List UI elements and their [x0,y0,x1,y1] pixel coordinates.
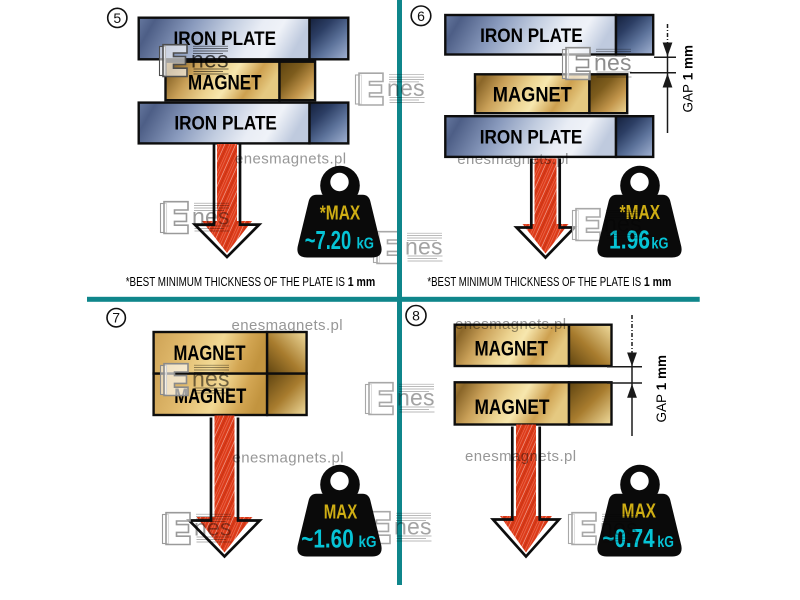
svg-text:IRON PLATE: IRON PLATE [174,112,277,134]
svg-text:MAX: MAX [324,502,358,524]
svg-text:*BEST MINIMUM THICKNESS OF THE: *BEST MINIMUM THICKNESS OF THE PLATE IS … [427,275,671,289]
svg-text:enesmagnets.pl: enesmagnets.pl [233,449,345,466]
svg-text:~1.60: ~1.60 [301,524,354,554]
svg-text:~7.20: ~7.20 [305,225,352,255]
svg-text:8: 8 [412,308,420,324]
svg-text:MAGNET: MAGNET [475,396,550,419]
svg-text:7: 7 [112,310,120,326]
svg-text:enesmagnets.pl: enesmagnets.pl [465,448,577,465]
svg-text:kG: kG [651,235,668,252]
svg-text:enesmagnets.pl: enesmagnets.pl [457,151,569,168]
svg-text:enesmagnets.pl: enesmagnets.pl [455,316,567,333]
svg-text:MAGNET: MAGNET [188,71,262,94]
svg-text:kG: kG [359,534,377,551]
svg-text:*BEST MINIMUM THICKNESS OF THE: *BEST MINIMUM THICKNESS OF THE PLATE IS … [126,275,376,289]
svg-text:GAP 1 mm: GAP 1 mm [654,355,669,423]
svg-text:*MAX: *MAX [320,202,361,224]
svg-text:5: 5 [113,10,121,26]
svg-text:enesmagnets.pl: enesmagnets.pl [235,151,347,168]
svg-text:GAP 1 mm: GAP 1 mm [681,45,696,113]
svg-text:enesmagnets.pl: enesmagnets.pl [232,317,344,334]
svg-text:IRON PLATE: IRON PLATE [480,25,583,47]
svg-text:MAGNET: MAGNET [474,337,548,360]
svg-text:IRON PLATE: IRON PLATE [174,28,277,50]
svg-text:MAGNET: MAGNET [174,342,246,365]
svg-text:kG: kG [357,236,375,253]
svg-text:6: 6 [417,8,425,24]
svg-text:kG: kG [657,534,674,551]
svg-text:MAGNET: MAGNET [493,83,572,106]
svg-text:IRON PLATE: IRON PLATE [480,127,583,149]
